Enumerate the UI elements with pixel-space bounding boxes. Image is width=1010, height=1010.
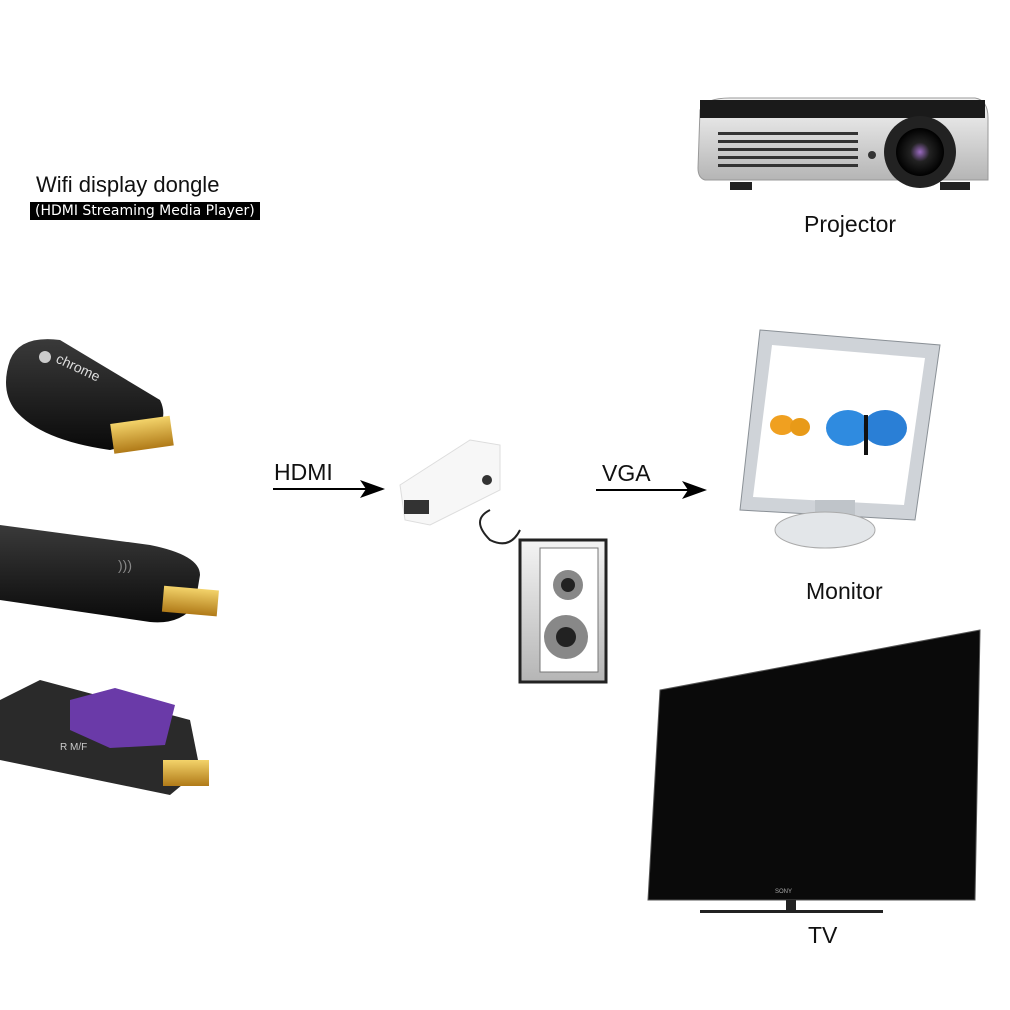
speaker: [518, 538, 608, 684]
stick-dongle: ))): [0, 525, 219, 623]
dongle-label: R M/F: [60, 742, 87, 753]
chromecast-dongle: chrome: [6, 339, 174, 454]
sony-logo: SONY: [775, 889, 792, 895]
subtitle: (HDMI Streaming Media Player): [30, 202, 260, 220]
butterfly-yellow: [770, 415, 810, 436]
monitor: [739, 329, 941, 549]
purple-dongle: R M/F: [0, 680, 209, 795]
title: Wifi display dongle: [36, 172, 220, 197]
monitor-label: Monitor: [806, 578, 883, 604]
hdmi-arrow: [273, 480, 385, 498]
hdmi-label: HDMI: [274, 459, 333, 485]
vga-arrow: [596, 481, 707, 499]
butterfly-blue: [826, 410, 907, 455]
wifi-icon: ))): [118, 557, 132, 573]
tv: SONY: [647, 629, 981, 913]
tv-label: TV: [808, 922, 838, 948]
projector: [697, 97, 989, 190]
hdmi-vga-adapter: [399, 439, 521, 545]
projector-label: Projector: [804, 211, 897, 237]
vga-label: VGA: [602, 460, 651, 486]
